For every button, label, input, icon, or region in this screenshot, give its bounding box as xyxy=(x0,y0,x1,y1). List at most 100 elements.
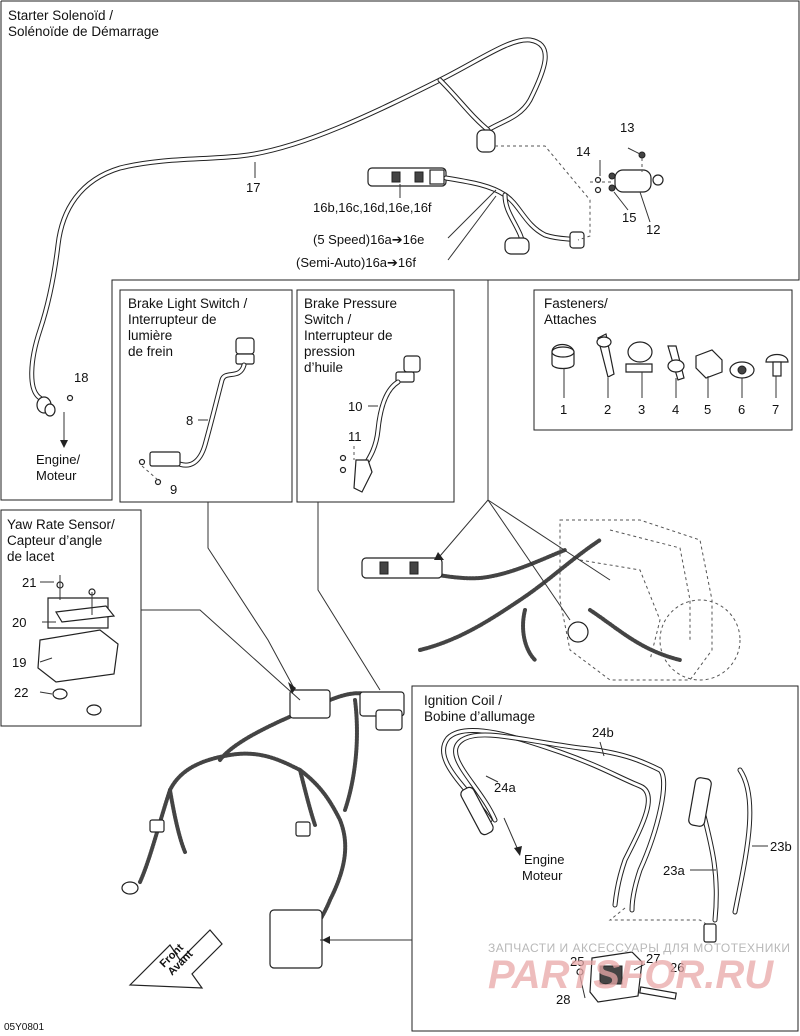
callout-8: 8 xyxy=(186,413,193,428)
fasteners-title-2: Attaches xyxy=(544,312,597,327)
callout-22: 22 xyxy=(14,685,28,700)
callout-21: 21 xyxy=(22,575,36,590)
brake-pressure-switch-frame xyxy=(296,289,455,503)
plug-boot-24 xyxy=(460,786,494,836)
fastener-label-1: 1 xyxy=(560,402,567,417)
starter-harness-17 xyxy=(29,37,548,417)
callout-12: 12 xyxy=(646,222,660,237)
fastener-label-7: 7 xyxy=(772,402,779,417)
ignition-coil-25 xyxy=(576,923,717,1003)
spark-plug-wire-24b xyxy=(453,732,667,913)
brake-light-title-3: lumière xyxy=(128,328,172,343)
callout-27: 27 xyxy=(646,951,660,966)
brake-light-title-2: Interrupteur de xyxy=(128,312,217,327)
fastener-label-4: 4 xyxy=(672,402,679,417)
yaw-title-3: de lacet xyxy=(7,549,55,564)
callout-13: 13 xyxy=(620,120,634,135)
brake-pressure-title-5: d’huile xyxy=(304,360,343,375)
callout-17: 17 xyxy=(246,180,260,195)
yaw-rate-sensor-frame xyxy=(0,509,142,727)
engine-label-1b: Moteur xyxy=(36,468,77,483)
callout-19: 19 xyxy=(12,655,26,670)
pointer-arrow-1 xyxy=(434,552,444,560)
engine-arrow-head xyxy=(60,440,68,448)
brake-pressure-title-3: Interrupteur de xyxy=(304,328,393,343)
brake-pressure-title-4: pression xyxy=(304,344,355,359)
starter-connector-16 xyxy=(367,167,585,255)
leader-9 xyxy=(141,465,159,481)
coil-engine-label-b: Moteur xyxy=(522,868,563,883)
callout-10: 10 xyxy=(348,399,362,414)
brake-light-switch-frame xyxy=(119,289,293,503)
callout-9: 9 xyxy=(170,482,177,497)
part-18-washer xyxy=(66,394,74,402)
brake-pressure-title-1: Brake Pressure xyxy=(304,296,397,311)
callout-24b: 24b xyxy=(592,725,614,740)
fastener-3 xyxy=(625,341,653,373)
coil-engine-label-a: Engine xyxy=(524,852,564,867)
leader-24a xyxy=(485,775,499,783)
ignition-title-1: Ignition Coil / xyxy=(424,693,502,708)
fastener-6 xyxy=(729,361,755,379)
leader-12 xyxy=(639,191,651,223)
fastener-2 xyxy=(596,333,615,378)
leader-22 xyxy=(39,691,53,695)
spark-plug-wire-24a xyxy=(440,728,651,908)
leader-13 xyxy=(627,147,641,155)
starter-solenoid-12 xyxy=(594,151,664,194)
pointer-lines xyxy=(141,280,611,941)
ignition-coil-frame xyxy=(411,685,799,1032)
front-arrow xyxy=(128,929,223,989)
fastener-label-6: 6 xyxy=(738,402,745,417)
callout-16-5speed: (5 Speed)16a➔16e xyxy=(313,232,424,247)
fastener-7 xyxy=(765,353,789,377)
engine-outline xyxy=(559,519,741,681)
pointer-arrow-3 xyxy=(322,936,330,944)
fastener-label-3: 3 xyxy=(638,402,645,417)
solenoid-dashed-link xyxy=(495,145,591,241)
callout-18: 18 xyxy=(74,370,88,385)
callout-16-semi: (Semi-Auto)16a➔16f xyxy=(296,255,416,270)
yaw-title-2: Capteur d’angle xyxy=(7,533,102,548)
watermark-line-2: PARTSFOR.RU xyxy=(488,953,774,997)
brake-light-switch-8 xyxy=(138,337,255,486)
fastener-label-2: 2 xyxy=(604,402,611,417)
fastener-leaders xyxy=(563,368,777,398)
fastener-1 xyxy=(551,343,575,370)
coil-dashed-link xyxy=(608,907,716,931)
callout-25: 25 xyxy=(570,954,584,969)
figure-code: 05Y0801 xyxy=(4,1022,44,1033)
brake-pressure-switch-10 xyxy=(339,355,421,493)
callout-26: 26 xyxy=(670,960,684,975)
callout-15: 15 xyxy=(622,210,636,225)
fastener-4 xyxy=(667,345,685,381)
leader-19 xyxy=(39,657,53,663)
brake-light-title-4: de frein xyxy=(128,344,173,359)
fastener-5 xyxy=(695,349,723,379)
fastener-label-5: 5 xyxy=(704,402,711,417)
fasteners-frame xyxy=(533,289,793,431)
leader-15 xyxy=(613,191,629,211)
leader-16-semi xyxy=(447,195,497,261)
coil-engine-arrowhead xyxy=(514,846,522,856)
leader-28 xyxy=(579,975,586,999)
leader-16-5speed xyxy=(447,189,497,239)
fasteners-title-1: Fasteners/ xyxy=(544,296,608,311)
yaw-title-1: Yaw Rate Sensor/ xyxy=(7,517,115,532)
callout-16: 16b,16c,16d,16e,16f xyxy=(313,200,432,215)
leader-27 xyxy=(633,963,646,971)
pointer-arrow-2 xyxy=(288,682,296,694)
callout-24a: 24a xyxy=(494,780,516,795)
starter-solenoid-title-2: Solénoïde de Démarrage xyxy=(8,24,159,39)
engine-label-1a: Engine/ xyxy=(36,452,80,467)
harness-connectors xyxy=(121,557,443,969)
callout-28: 28 xyxy=(556,992,570,1007)
callout-23a: 23a xyxy=(663,863,685,878)
callout-23b: 23b xyxy=(770,839,792,854)
brake-pressure-title-2: Switch / xyxy=(304,312,352,327)
leader-24b xyxy=(599,741,605,757)
yaw-rate-sensor-19 xyxy=(37,575,119,716)
ignition-title-2: Bobine d’allumage xyxy=(424,709,535,724)
watermark-line-1: ЗАПЧАСТИ И АКСЕССУАРЫ ДЛЯ МОТОТЕХНИКИ xyxy=(488,941,790,955)
